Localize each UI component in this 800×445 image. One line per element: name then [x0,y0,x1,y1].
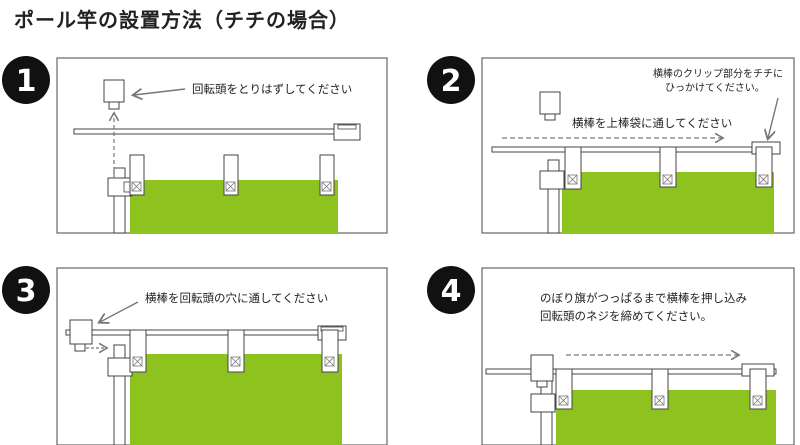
step-2-clip-caption-2: ひっかけてください。 [665,82,765,94]
step-4-caption-2: 回転頭のネジを締めてください。 [540,309,712,323]
step-4-panel: のぼり旗がつっぱるまで横棒を押し込み 回転頭のネジを締めてください。 [481,267,795,445]
step-1-panel: 回転頭をとりはずしてください [56,57,388,234]
step-1-number: 1 [16,64,37,99]
step-4-marker: 4 [427,266,475,314]
step-2-number: 2 [441,64,462,99]
step-1-caption: 回転頭をとりはずしてください [192,82,352,96]
step-2-panel: 横棒のクリップ部分をチチに ひっかけてください。 横棒を上棒袋に通してください [481,57,795,234]
step-2-clip-caption-1: 横棒のクリップ部分をチチに [653,67,783,80]
step-1-marker: 1 [2,56,50,104]
step-3-panel: 横棒を回転頭の穴に通してください [56,267,388,445]
step-3-number: 3 [16,274,37,309]
step-3-marker: 3 [2,266,50,314]
step-3-caption: 横棒を回転頭の穴に通してください [145,291,328,305]
page-title: ポール竿の設置方法（チチの場合） [14,8,350,32]
step-2-marker: 2 [427,56,475,104]
step-2-rod-caption: 横棒を上棒袋に通してください [572,116,732,130]
step-4-number: 4 [441,274,462,309]
step-4-caption-1: のぼり旗がつっぱるまで横棒を押し込み [540,291,747,305]
